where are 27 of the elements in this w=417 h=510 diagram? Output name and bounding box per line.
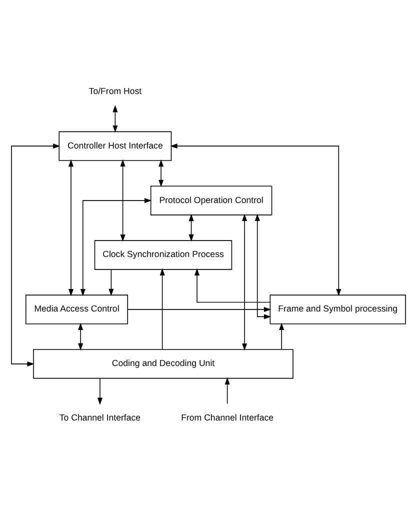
arrow [127, 306, 272, 312]
arrow [11, 144, 60, 366]
arrow [188, 214, 194, 242]
node-box: Clock Synchronization Process [94, 240, 232, 270]
arrow [80, 198, 152, 296]
node-box: Frame and Symbol processing [270, 294, 406, 324]
node-text: To/From Host [88, 86, 142, 96]
arrow [254, 214, 272, 320]
node-box: Protocol Operation Control [150, 186, 272, 216]
node-text: To Channel Interface [59, 412, 141, 423]
arrow [160, 268, 165, 350]
arrow [170, 144, 342, 296]
arrow [279, 322, 284, 350]
node-box: Media Access Control [26, 294, 128, 324]
arrow [224, 377, 230, 404]
node-box: Controller Host Interface [58, 131, 172, 161]
arrow [108, 269, 114, 296]
arrow [97, 378, 102, 405]
node-text: From Channel Interface [181, 412, 274, 423]
arrow [194, 268, 270, 303]
arrow [68, 159, 74, 296]
arrow [112, 105, 118, 133]
node-box: Coding and Decoding Unit [33, 349, 294, 379]
arrow [158, 159, 164, 188]
arrow [78, 322, 84, 350]
arrow [120, 159, 126, 242]
arrow [242, 214, 248, 351]
